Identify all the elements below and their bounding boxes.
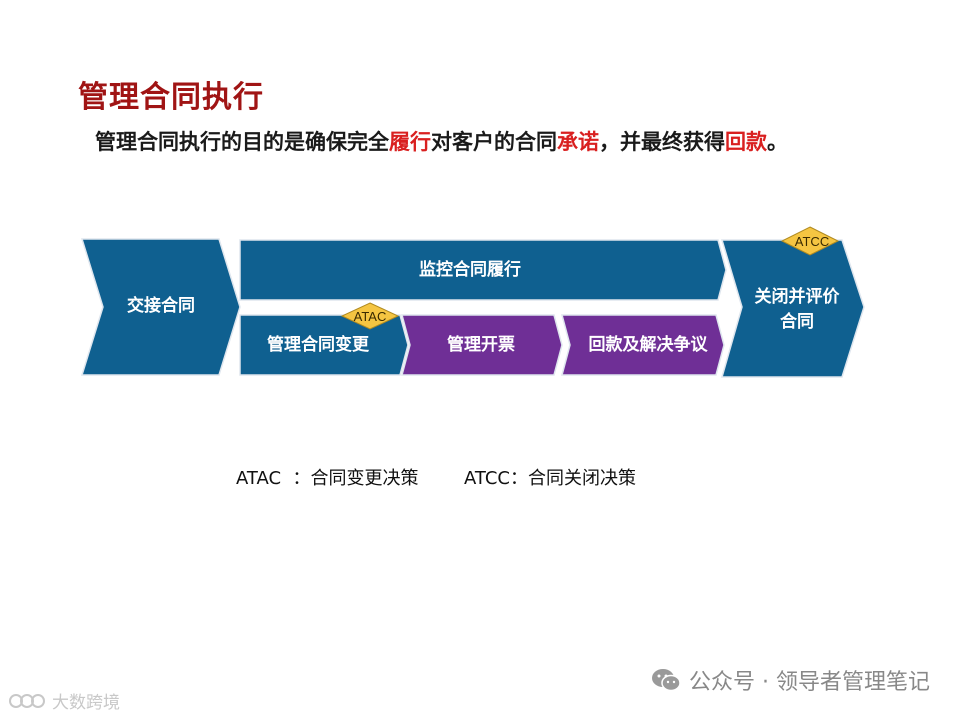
handover-chevron (80, 238, 241, 376)
handover-label: 交接合同 (127, 295, 195, 316)
monitor-label: 监控合同履行 (419, 259, 521, 280)
wechat-icon (652, 669, 681, 692)
page-title: 管理合同执行 (78, 80, 264, 115)
collect-label: 回款及解决争议 (589, 334, 709, 355)
atac-badge-label: ATAC (354, 309, 387, 324)
collect-chevron (561, 314, 725, 376)
watermark-wechat: 公众号 · 领导者管理笔记 (651, 664, 930, 696)
atcc-diamond (780, 226, 840, 256)
atac-diamond (340, 302, 400, 330)
subtitle-highlight-commitment: 承诺 (557, 130, 599, 154)
subtitle-highlight-payment: 回款 (725, 130, 767, 154)
close-label-line2: 合同 (780, 311, 814, 332)
brand-logo-icon (9, 693, 45, 708)
invoice-label: 管理开票 (447, 334, 515, 355)
legend-atcc: ATCC：合同关闭决策 (464, 468, 636, 489)
subtitle-text-4: 。 (767, 130, 788, 154)
close-label-line1: 关闭并评价 (755, 286, 841, 307)
monitor-arrow (239, 239, 727, 301)
atcc-badge-label: ATCC (795, 234, 829, 249)
change-label: 管理合同变更 (267, 334, 370, 355)
watermark-right-text: 公众号 · 领导者管理笔记 (689, 670, 930, 695)
legend: ATAC ：合同变更决策 ATCC：合同关闭决策 (236, 464, 636, 490)
watermark-left-text: 大数跨境 (52, 693, 120, 713)
subtitle-text-3: ，并最终获得 (599, 130, 725, 154)
subtitle-text-2: 对客户的合同 (431, 130, 557, 154)
watermark-logo: 大数跨境 (8, 688, 120, 713)
subtitle-text-1: 管理合同执行的目的是确保完全 (95, 130, 389, 154)
close-chevron (720, 239, 865, 378)
legend-atac: ATAC ：合同变更决策 (236, 468, 419, 489)
invoice-chevron (401, 314, 563, 376)
subtitle-highlight-fulfill: 履行 (389, 130, 431, 154)
page-subtitle: 管理合同执行的目的是确保完全履行对客户的合同承诺，并最终获得回款。 (95, 126, 788, 156)
